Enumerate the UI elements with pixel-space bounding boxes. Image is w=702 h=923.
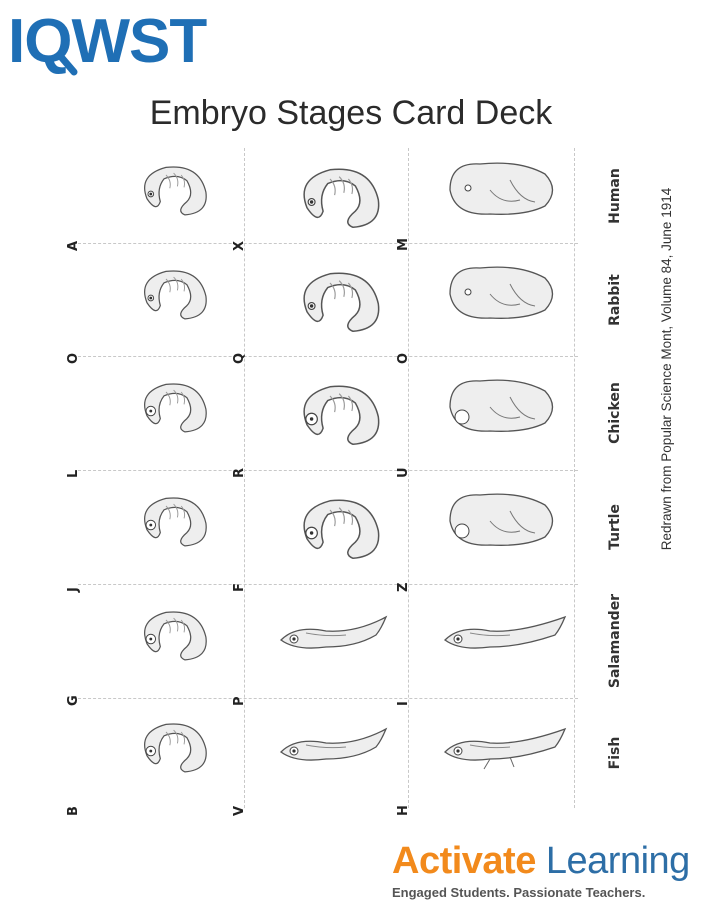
embryo-drawing-icon — [449, 493, 554, 546]
embryo-drawing-icon — [303, 272, 380, 332]
embryo-card: J — [66, 470, 244, 592]
embryo-drawing-icon — [449, 162, 554, 215]
embryo-card: L — [66, 356, 244, 478]
embryo-drawing-icon — [444, 615, 567, 649]
card-letter: H — [396, 805, 411, 816]
cut-line-vertical — [244, 148, 245, 808]
animal-label: Rabbit — [607, 273, 623, 326]
animal-label: Turtle — [607, 504, 623, 550]
embryo-card: G — [66, 584, 244, 706]
citation: Redrawn from Popular Science Mont, Volum… — [659, 187, 674, 551]
embryo-drawing-icon — [280, 615, 388, 649]
embryo-drawing-icon — [144, 497, 207, 547]
embryo-drawing-icon — [303, 168, 380, 229]
embryo-drawing-icon — [444, 727, 567, 770]
embryo-card: R — [232, 356, 410, 478]
embryo-drawing-icon — [303, 385, 380, 446]
embryo-card: O — [66, 243, 244, 364]
embryo-card: F — [232, 470, 410, 592]
embryo-drawing-icon — [280, 727, 388, 761]
animal-label: Fish — [607, 736, 623, 770]
cut-line-vertical — [408, 148, 409, 808]
embryo-card: Q — [232, 243, 410, 364]
cut-line-horizontal — [78, 356, 578, 357]
embryo-card: M — [396, 148, 574, 251]
embryo-drawing-icon — [144, 611, 207, 661]
card-letter: B — [66, 806, 81, 816]
embryo-drawing-icon — [144, 269, 207, 320]
embryo-drawing-icon — [449, 379, 554, 432]
embryo-drawing-icon — [449, 265, 554, 319]
page-title: Embryo Stages Card Deck — [149, 94, 553, 132]
brand-learning: Learning — [545, 840, 690, 882]
embryo-drawing-icon — [144, 166, 207, 216]
embryo-drawing-icon — [303, 499, 380, 560]
animal-label: Human — [607, 167, 623, 224]
embryo-card: P — [232, 584, 410, 706]
embryo-card: B — [66, 698, 244, 816]
cut-line-horizontal — [78, 470, 578, 471]
cut-line-horizontal — [78, 243, 578, 244]
embryo-drawing-icon — [144, 383, 207, 433]
tagline: Engaged Students. Passionate Teachers. — [392, 885, 646, 900]
embryo-card: Z — [396, 470, 574, 592]
iqwst-logo: IQWST — [8, 7, 208, 76]
embryo-card: H — [396, 698, 574, 816]
animal-label: Chicken — [607, 382, 623, 444]
cut-line-vertical — [574, 148, 575, 808]
animal-label: Salamander — [607, 593, 623, 689]
embryo-drawing-icon — [144, 723, 207, 773]
embryo-card: I — [396, 584, 574, 706]
cut-line-horizontal — [78, 584, 578, 585]
embryo-card: U — [396, 356, 574, 478]
activate-learning-logo: Activate Learning — [392, 840, 690, 883]
embryo-card: O — [396, 243, 574, 364]
brand-activate: Activate — [392, 840, 536, 882]
embryo-card: V — [232, 698, 410, 816]
svg-text:IQWST: IQWST — [8, 7, 207, 76]
cut-line-horizontal — [78, 698, 578, 699]
embryo-card: A — [66, 148, 244, 251]
card-letter: V — [232, 805, 247, 816]
embryo-card: X — [232, 148, 410, 251]
